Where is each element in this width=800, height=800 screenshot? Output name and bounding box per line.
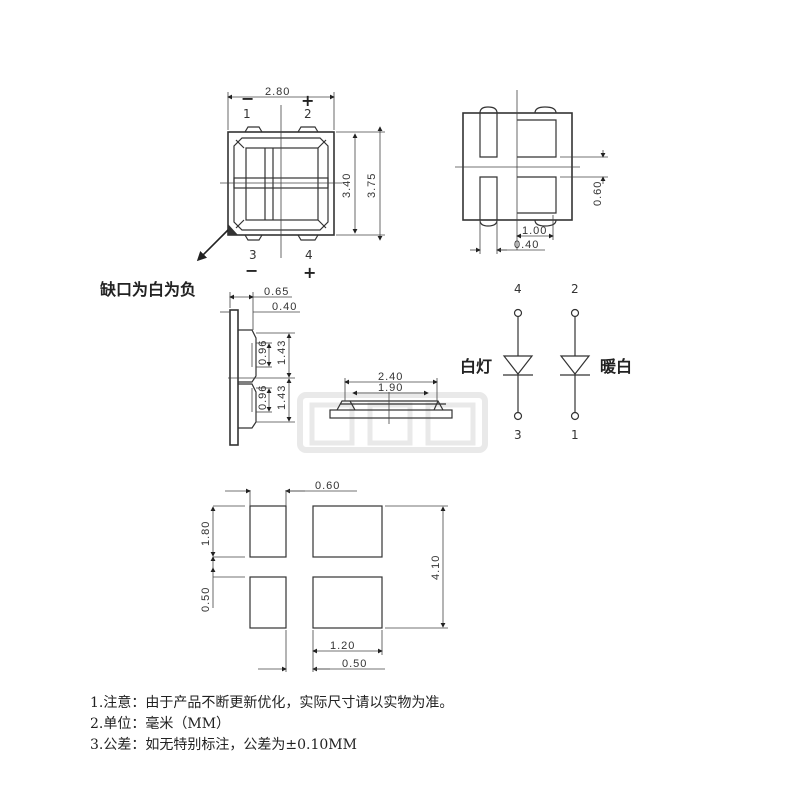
pin-label-2: 2: [304, 107, 312, 121]
pad-dim: 1.00: [522, 225, 547, 237]
warm-white-label: 暖白: [600, 357, 632, 376]
polarity-4: +: [303, 263, 316, 282]
note-3: 3.公差：如无特别标注，公差为±0.10MM: [90, 737, 357, 753]
note-1: 1.注意：由于产品不断更新优化，实际尺寸请以实物为准。: [90, 695, 454, 711]
white-light-label: 白灯: [460, 357, 492, 376]
slot-dim: 0.40: [514, 239, 539, 251]
lens-dim: 0.40: [272, 301, 297, 313]
notch-note: 缺口为白为负: [100, 280, 196, 299]
note-2: 2.单位：毫米（MM）: [90, 716, 231, 732]
pitch-dim-1: 1.43: [276, 340, 288, 365]
pin-1-label: 1: [571, 428, 579, 442]
bottom-view: 0.60 1.00 0.40: [455, 90, 608, 254]
window-dim-2: 0.96: [257, 385, 269, 410]
gap-dim: 0.60: [592, 181, 604, 206]
pad-gap-dim: 0.50: [342, 658, 367, 670]
polarity-3: −: [245, 261, 258, 280]
circuit-schematic: 4 3 白灯 2 1 暖白: [460, 282, 632, 442]
pin-3-label: 3: [514, 428, 522, 442]
pad-height-dim: 1.80: [200, 521, 212, 546]
window-dim-1: 0.96: [257, 340, 269, 365]
front-view: 2.40 1.90: [329, 371, 453, 424]
outer-dim: 2.40: [378, 371, 403, 383]
depth-dim: 0.65: [264, 286, 289, 298]
outer-height-dim: 3.75: [366, 173, 378, 198]
polarity-1: −: [241, 89, 254, 108]
top-view: 2.80 3.40 3.75 1 2 3 4 − + − + 缺口为白为负: [100, 86, 385, 299]
pcb-footprint: 0.60 1.80 0.50 4.10 1.20 0.50: [200, 480, 448, 672]
polarity-2: +: [301, 91, 314, 110]
pin-4-label: 4: [514, 282, 522, 296]
inner-height-dim: 3.40: [341, 173, 353, 198]
large-pad-width-dim: 1.20: [330, 640, 355, 652]
diode-white: 4 3 白灯: [460, 282, 534, 442]
small-pad-width-dim: 0.60: [315, 480, 340, 492]
watermark-logo: [297, 392, 488, 453]
pin-label-1: 1: [243, 107, 251, 121]
inner-dim: 1.90: [378, 382, 403, 394]
pin-label-4: 4: [305, 248, 313, 262]
width-dim: 2.80: [265, 86, 290, 98]
pitch-dim-2: 1.43: [276, 385, 288, 410]
pin-2-label: 2: [571, 282, 579, 296]
side-view: 0.65 0.40 1.43 1.43 0.96 0.96: [220, 286, 300, 446]
pin-label-3: 3: [249, 248, 257, 262]
diode-warm-white: 2 1 暖白: [559, 282, 632, 442]
total-height-dim: 4.10: [430, 555, 442, 580]
gap-dim: 0.50: [200, 587, 212, 612]
